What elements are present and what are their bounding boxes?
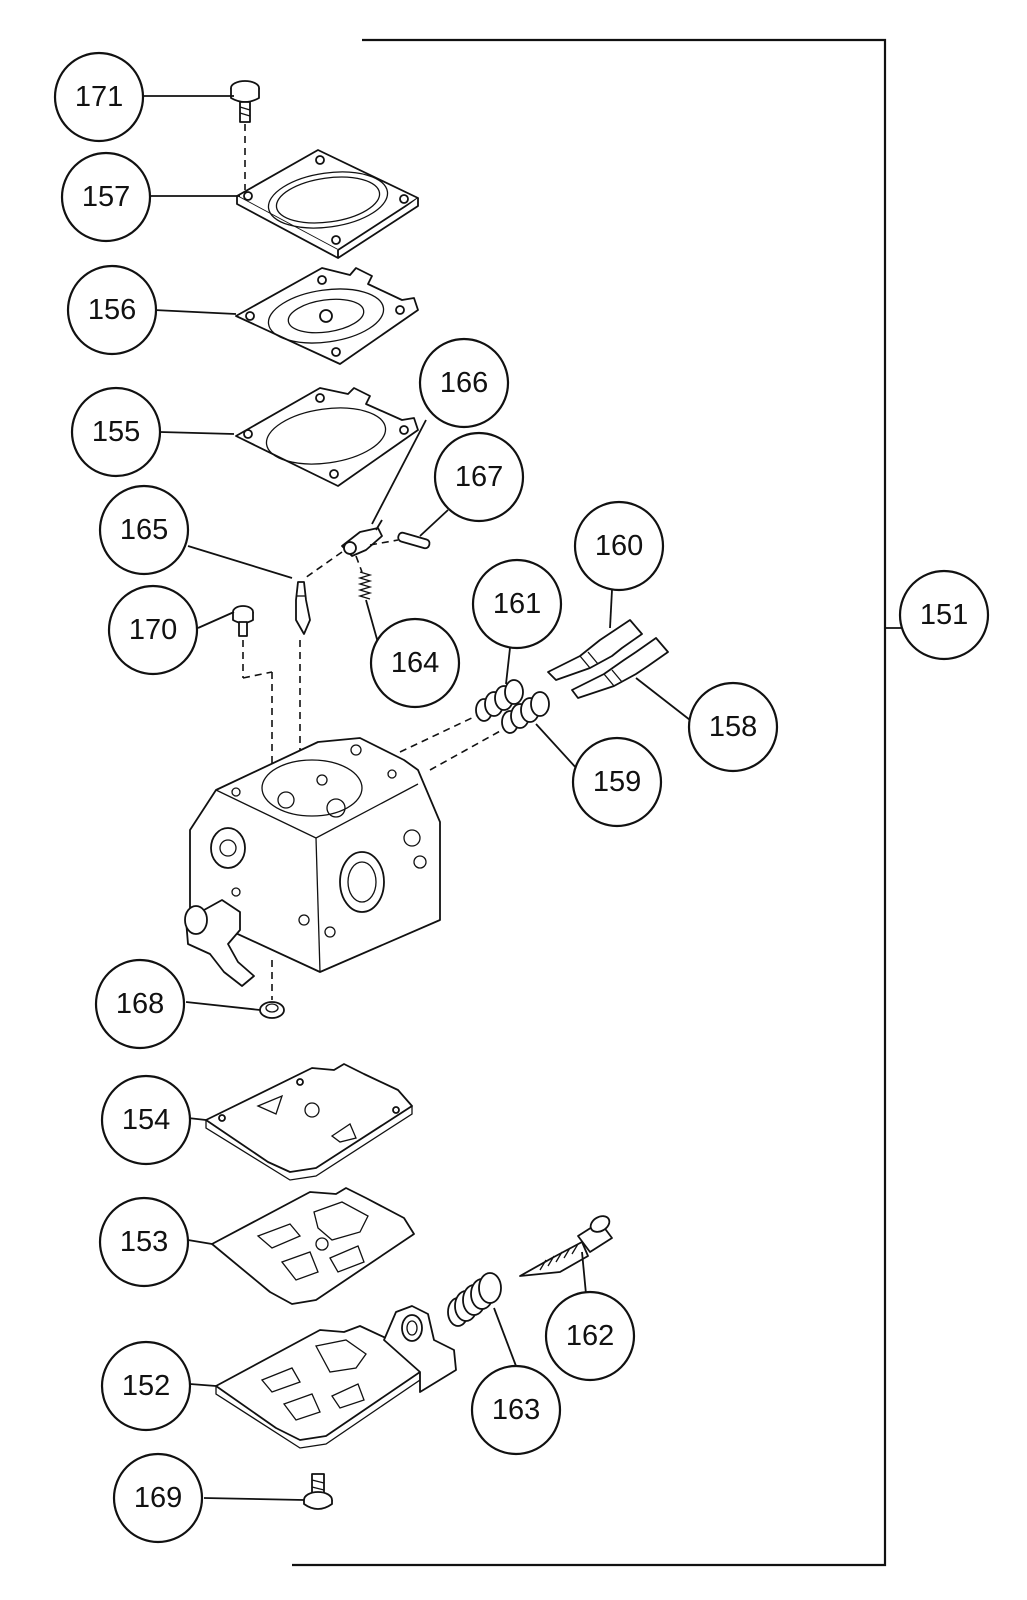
callout-158: 158 (687, 681, 779, 773)
callout-169-label: 169 (134, 1482, 182, 1514)
leader-lines (144, 95, 691, 1501)
callout-171: 171 (53, 51, 145, 143)
callout-163-label: 163 (492, 1394, 540, 1426)
callout-159: 159 (571, 736, 663, 828)
callout-165-label: 165 (120, 514, 168, 546)
callout-164: 164 (369, 617, 461, 709)
callout-152-label: 152 (122, 1370, 170, 1402)
callout-168-label: 168 (116, 988, 164, 1020)
callout-151: 151 (898, 569, 990, 661)
callout-162: 162 (544, 1290, 636, 1382)
lever-assembly-drawing (295, 519, 431, 635)
callout-164-label: 164 (391, 647, 439, 679)
screw-170-drawing (232, 605, 301, 790)
carburetor-body-drawing (184, 737, 441, 1000)
callout-157-label: 157 (82, 181, 130, 213)
pump-gasket-153-drawing (211, 1187, 415, 1305)
callout-154: 154 (100, 1074, 192, 1166)
callout-168: 168 (94, 958, 186, 1050)
callout-166: 166 (418, 337, 510, 429)
callout-161-label: 161 (493, 588, 541, 620)
screw-169-drawing (303, 1473, 333, 1510)
diaphragm-156-drawing (235, 267, 419, 365)
callout-151-label: 151 (920, 599, 968, 631)
pump-cover-154-drawing (205, 1063, 413, 1181)
callout-163: 163 (470, 1364, 562, 1456)
needle-springs-drawing (399, 679, 550, 771)
spring-163-drawing (447, 1272, 502, 1327)
callout-165: 165 (98, 484, 190, 576)
callout-155: 155 (70, 386, 162, 478)
callout-156-label: 156 (88, 294, 136, 326)
callout-154-label: 154 (122, 1104, 170, 1136)
callout-161: 161 (471, 558, 563, 650)
callout-153-label: 153 (120, 1226, 168, 1258)
plug-168-drawing (259, 1001, 285, 1019)
callout-167-label: 167 (455, 461, 503, 493)
callout-153: 153 (98, 1196, 190, 1288)
callout-162-label: 162 (566, 1320, 614, 1352)
screw-162-drawing (519, 1215, 613, 1277)
callout-155-label: 155 (92, 416, 140, 448)
assembly-bracket (292, 38, 887, 1567)
callout-171-label: 171 (75, 81, 123, 113)
callout-160: 160 (573, 500, 665, 592)
callout-159-label: 159 (593, 766, 641, 798)
adjusting-needles-drawing (547, 619, 669, 699)
gasket-155-drawing (235, 387, 419, 487)
callout-152: 152 (100, 1340, 192, 1432)
callout-156: 156 (66, 264, 158, 356)
screw-171-drawing (230, 80, 260, 190)
callout-157: 157 (60, 151, 152, 243)
callout-167: 167 (433, 431, 525, 523)
cover-plate-157-drawing (236, 149, 419, 259)
callout-170: 170 (107, 584, 199, 676)
callout-169: 169 (112, 1452, 204, 1544)
callout-158-label: 158 (709, 711, 757, 743)
callout-160-label: 160 (595, 530, 643, 562)
callout-170-label: 170 (129, 614, 177, 646)
callout-166-label: 166 (440, 367, 488, 399)
pump-body-152-drawing (215, 1305, 457, 1449)
